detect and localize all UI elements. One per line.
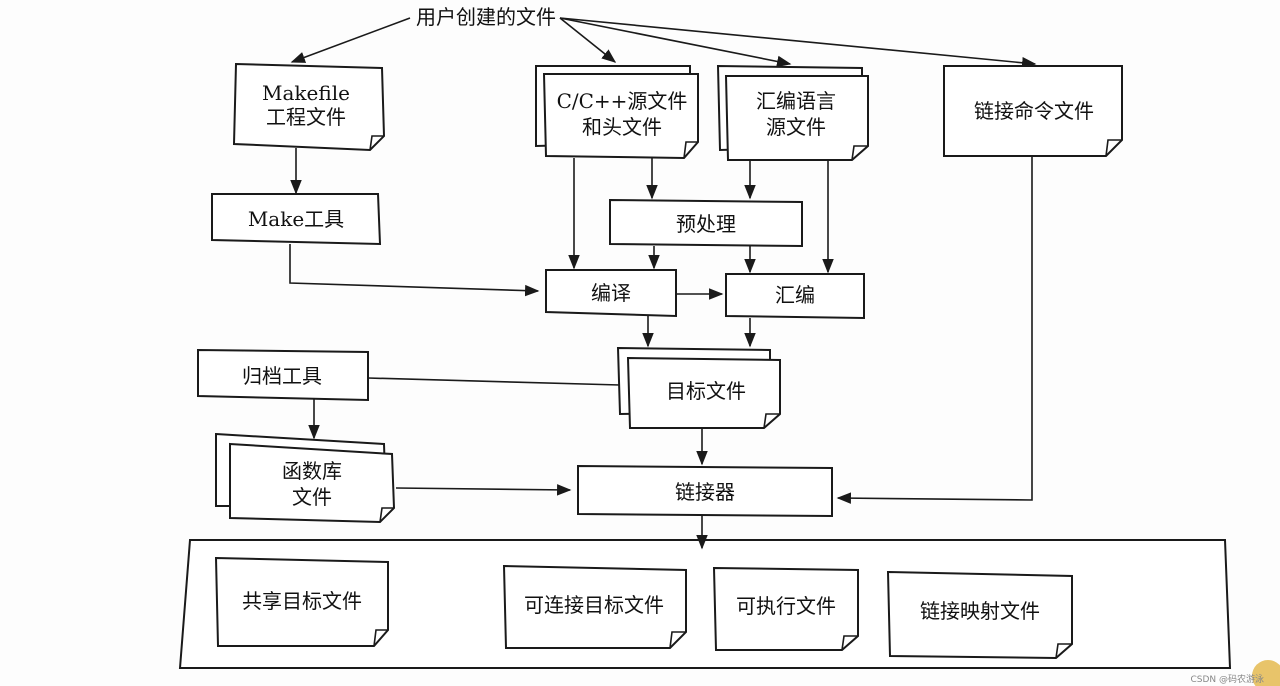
library-files-label-line2: 文件 [292, 485, 332, 509]
edge-user-to-asm-source [559, 17, 792, 68]
edge-make-to-compile [289, 244, 540, 297]
linker-node: 链接器 [577, 464, 833, 518]
c-source-label-line2: 和头文件 [582, 115, 662, 139]
c-source-node: C/C++源文件 和头文件 [535, 65, 699, 160]
user-files-label: 用户创建的文件 [416, 5, 556, 29]
compile-label: 编译 [591, 281, 631, 305]
link-cmd-label: 链接命令文件 [974, 99, 1094, 123]
makefile-label-line2: 工程文件 [266, 105, 346, 129]
edge-user-to-makefile [290, 17, 411, 63]
link-map-node: 链接映射文件 [886, 570, 1073, 660]
edge-archiver-to-object [367, 377, 621, 386]
compile-node: 编译 [545, 269, 677, 318]
edge-user-to-c-source [559, 17, 617, 63]
library-files-node: 函数库 文件 [215, 432, 396, 524]
linkable-object-label: 可连接目标文件 [524, 593, 664, 617]
preprocess-node: 预处理 [609, 198, 803, 248]
make-tool-label: Make工具 [248, 207, 344, 231]
watermark-text: CSDN @码农游泳 [1190, 673, 1264, 685]
edge-user-to-link-cmd [559, 17, 1037, 69]
shared-object-label: 共享目标文件 [242, 589, 362, 613]
object-files-label: 目标文件 [666, 379, 746, 403]
library-files-label-line1: 函数库 [282, 459, 342, 483]
edge-linkcmd-to-linker [836, 154, 1033, 504]
linkable-object-node: 可连接目标文件 [502, 564, 687, 649]
executable-label: 可执行文件 [736, 594, 836, 618]
make-tool-node: Make工具 [211, 193, 382, 246]
c-source-label-line1: C/C++源文件 [557, 89, 688, 113]
assemble-node: 汇编 [725, 273, 865, 320]
asm-source-node: 汇编语言 源文件 [716, 64, 869, 161]
asm-source-label-line2: 源文件 [766, 115, 826, 139]
watermark-badge [1252, 660, 1280, 686]
linker-label: 链接器 [675, 480, 735, 504]
asm-source-label-line1: 汇编语言 [756, 89, 836, 113]
assemble-label: 汇编 [775, 283, 815, 307]
archiver-node: 归档工具 [197, 348, 369, 402]
makefile-node: Makefile 工程文件 [232, 62, 386, 152]
edge-library-to-linker [395, 484, 572, 496]
executable-node: 可执行文件 [712, 566, 859, 651]
preprocess-label: 预处理 [676, 212, 736, 236]
archiver-label: 归档工具 [242, 364, 322, 388]
diagram-edges [289, 17, 1037, 550]
link-cmd-node: 链接命令文件 [943, 65, 1123, 157]
link-map-label: 链接映射文件 [920, 599, 1040, 623]
object-files-node: 目标文件 [616, 346, 781, 429]
makefile-label-line1: Makefile [262, 81, 350, 105]
shared-object-node: 共享目标文件 [214, 556, 389, 647]
